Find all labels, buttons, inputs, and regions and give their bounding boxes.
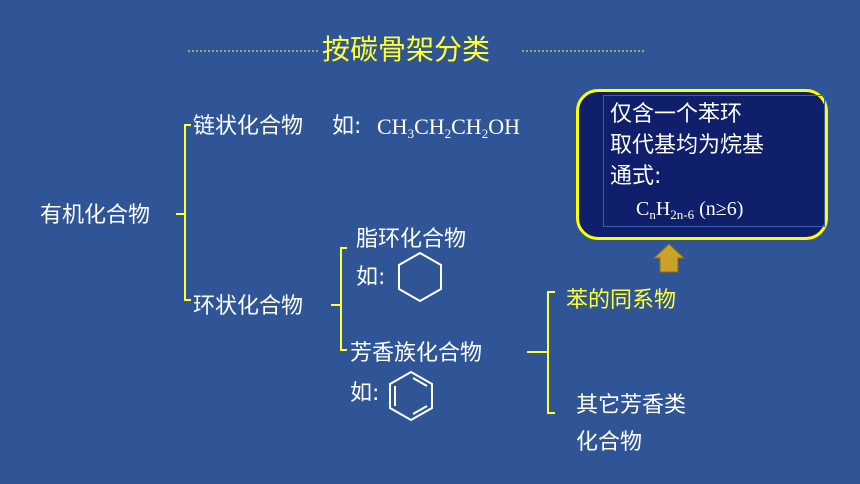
formula-subscript: 2 bbox=[444, 126, 452, 141]
formula-subscript: 2n-6 bbox=[670, 207, 695, 222]
formula-subscript: 2 bbox=[481, 126, 489, 141]
callout-line3: 通式: bbox=[610, 164, 662, 189]
aromatic-label: 芳香族化合物 bbox=[350, 341, 483, 366]
other-aromatic-line2: 化合物 bbox=[576, 430, 643, 455]
root-bracket bbox=[176, 124, 191, 301]
aromatic-bracket bbox=[527, 291, 555, 414]
callout-line1: 仅含一个苯环 bbox=[610, 102, 743, 127]
formula-part: H bbox=[655, 198, 671, 220]
formula-subscript: n bbox=[649, 207, 656, 222]
formula-part: CH bbox=[377, 114, 408, 139]
formula-part: OH bbox=[488, 114, 520, 139]
callout-formula: CnH2n-6 (n≥6) bbox=[636, 197, 743, 227]
ring-label: 环状化合物 bbox=[193, 294, 304, 319]
aromatic-example-prefix: 如: bbox=[350, 381, 380, 406]
chain-label: 链状化合物 bbox=[193, 114, 304, 139]
formula-subscript: 3 bbox=[407, 126, 415, 141]
benzene-icon bbox=[389, 370, 433, 422]
up-arrow-icon bbox=[652, 243, 686, 273]
ring-bracket bbox=[331, 247, 347, 351]
other-aromatic-line1: 其它芳香类 bbox=[576, 393, 687, 418]
alicyclic-label: 脂环化合物 bbox=[356, 227, 467, 252]
formula-part: CH bbox=[451, 114, 482, 139]
cyclohexane-icon bbox=[398, 251, 442, 303]
callout-box bbox=[576, 89, 828, 240]
benzene-homologs-label: 苯的同系物 bbox=[566, 288, 677, 313]
page-title: 按碳骨架分类 bbox=[322, 33, 491, 66]
root-label: 有机化合物 bbox=[40, 203, 151, 228]
callout-inner-frame bbox=[603, 95, 825, 227]
formula-part: (n≥6) bbox=[694, 198, 744, 220]
formula-part: CH bbox=[414, 114, 445, 139]
alicyclic-example-prefix: 如: bbox=[356, 265, 386, 290]
chain-example-prefix: 如: bbox=[332, 114, 362, 139]
chain-formula: CH3CH2CH2OH bbox=[377, 114, 520, 147]
callout-line2: 取代基均为烷基 bbox=[610, 133, 765, 158]
formula-part: C bbox=[636, 198, 650, 220]
